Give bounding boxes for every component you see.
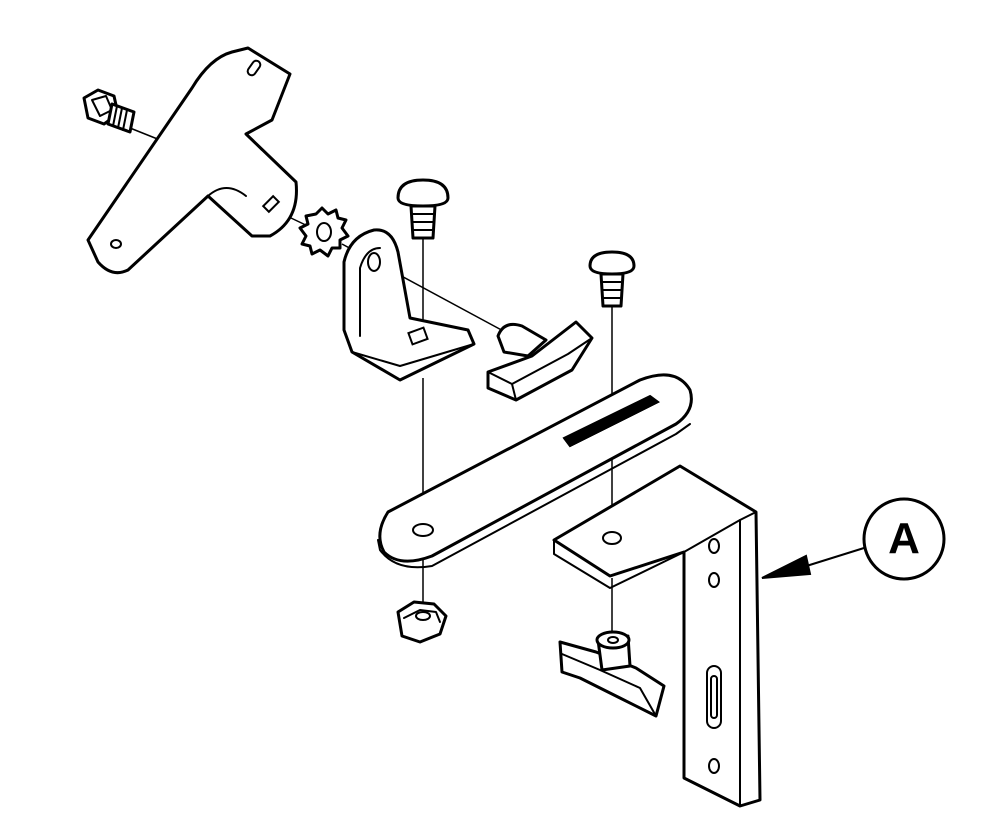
carriage-bolt-upper bbox=[396, 178, 450, 240]
hex-head-screw bbox=[82, 88, 136, 134]
l-angle-bracket bbox=[342, 228, 476, 382]
callout-a bbox=[761, 497, 946, 581]
wall-mount-bracket-a bbox=[552, 464, 762, 808]
flange-hex-nut bbox=[396, 600, 448, 644]
curved-mounting-plate bbox=[86, 46, 298, 275]
wing-knob-bottom bbox=[558, 630, 666, 718]
wing-knob-middle bbox=[486, 320, 594, 402]
star-lock-washer bbox=[298, 206, 350, 258]
callout-label-a: A bbox=[888, 514, 920, 563]
carriage-bolt-right bbox=[588, 250, 636, 308]
slotted-adjustment-bar bbox=[377, 373, 693, 569]
